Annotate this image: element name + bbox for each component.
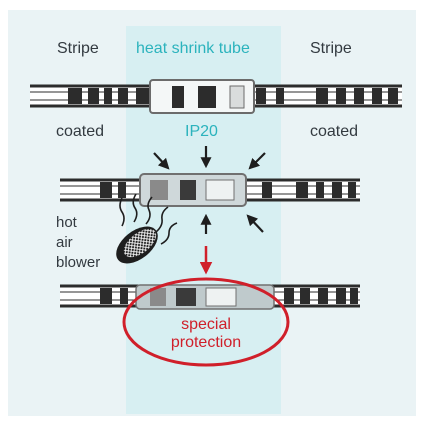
led-strip-bottom	[60, 284, 360, 310]
hot-air-blower-label-line3: blower	[56, 254, 101, 271]
special-protection-label-line2: protection	[170, 334, 242, 351]
led-strip-top	[30, 79, 402, 114]
coated-left-label: coated	[56, 123, 105, 140]
ip20-label: IP20	[185, 123, 218, 140]
special-protection-label-line1: special	[181, 316, 231, 333]
press-arrow-icon	[153, 146, 266, 234]
hot-air-blower-label-line1: hot	[56, 214, 77, 231]
hot-air-blower-label-line2: air	[56, 234, 73, 251]
led-strip-middle	[60, 173, 360, 207]
hot-air-blower-icon	[116, 193, 178, 264]
heat-shrink-tube-label: heat shrink tube	[136, 40, 250, 57]
coated-right-label: coated	[310, 123, 359, 140]
highlight-ellipse	[122, 277, 290, 367]
stripe-right-label: Stripe	[310, 40, 352, 57]
stripe-left-label: Stripe	[57, 40, 99, 57]
